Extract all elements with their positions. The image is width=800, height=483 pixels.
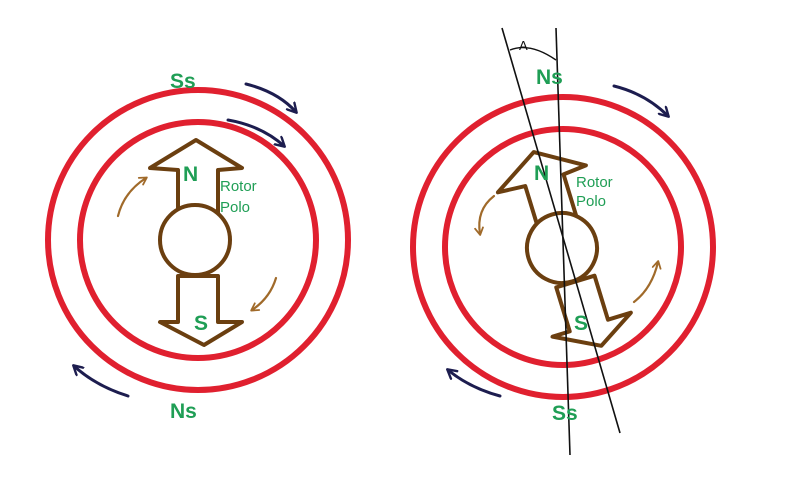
stator-inner-ring xyxy=(442,126,684,368)
stator-outer-ring xyxy=(410,94,716,400)
stator-axis-line xyxy=(555,27,571,456)
stator-pole-label-top: Ss xyxy=(170,70,196,93)
rotor-north-label: N xyxy=(534,162,549,185)
stator-pole-label-bottom: Ns xyxy=(170,400,197,423)
angle-label: A xyxy=(519,38,528,53)
field-rotation-arrow xyxy=(244,82,296,112)
rotor-hub xyxy=(525,211,599,285)
angle-arc xyxy=(509,46,557,61)
rotor-north-label: N xyxy=(183,163,198,186)
field-rotation-arrow xyxy=(74,366,130,398)
stator-inner-ring xyxy=(77,119,319,361)
rotor xyxy=(148,138,244,347)
stator-pole-label-bottom: Ss xyxy=(552,402,578,425)
rotor-south-pole xyxy=(550,273,633,348)
field-rotation-arrow xyxy=(448,370,502,398)
rotor-axis-line xyxy=(501,27,621,434)
diagram-left: Ss Ns N S Rotor Polo xyxy=(45,70,351,423)
rotor-rotation-arrow xyxy=(632,260,662,304)
stator-outer-ring xyxy=(45,87,351,393)
rotor-caption-line1: Rotor xyxy=(220,178,257,195)
field-rotation-arrow xyxy=(226,118,284,146)
rotor-hub xyxy=(158,203,232,277)
field-rotation-arrow xyxy=(612,84,668,116)
rotor-south-label: S xyxy=(194,312,208,335)
rotor-rotation-arrow xyxy=(474,194,496,236)
rotor-caption-line1: Rotor xyxy=(576,174,613,191)
rotor-caption-line2: Polo xyxy=(576,193,606,210)
stator-pole-label-top: Ns xyxy=(536,66,563,89)
diagram-right: A Ns Ss N S Rotor Polo xyxy=(410,27,716,456)
rotor-south-label: S xyxy=(574,312,588,335)
rotor-rotation-arrow xyxy=(250,276,278,312)
rotor-caption-line2: Polo xyxy=(220,199,250,216)
rotor xyxy=(495,150,633,348)
rotor-south-pole xyxy=(158,274,244,347)
rotor-rotation-arrow xyxy=(116,176,148,218)
